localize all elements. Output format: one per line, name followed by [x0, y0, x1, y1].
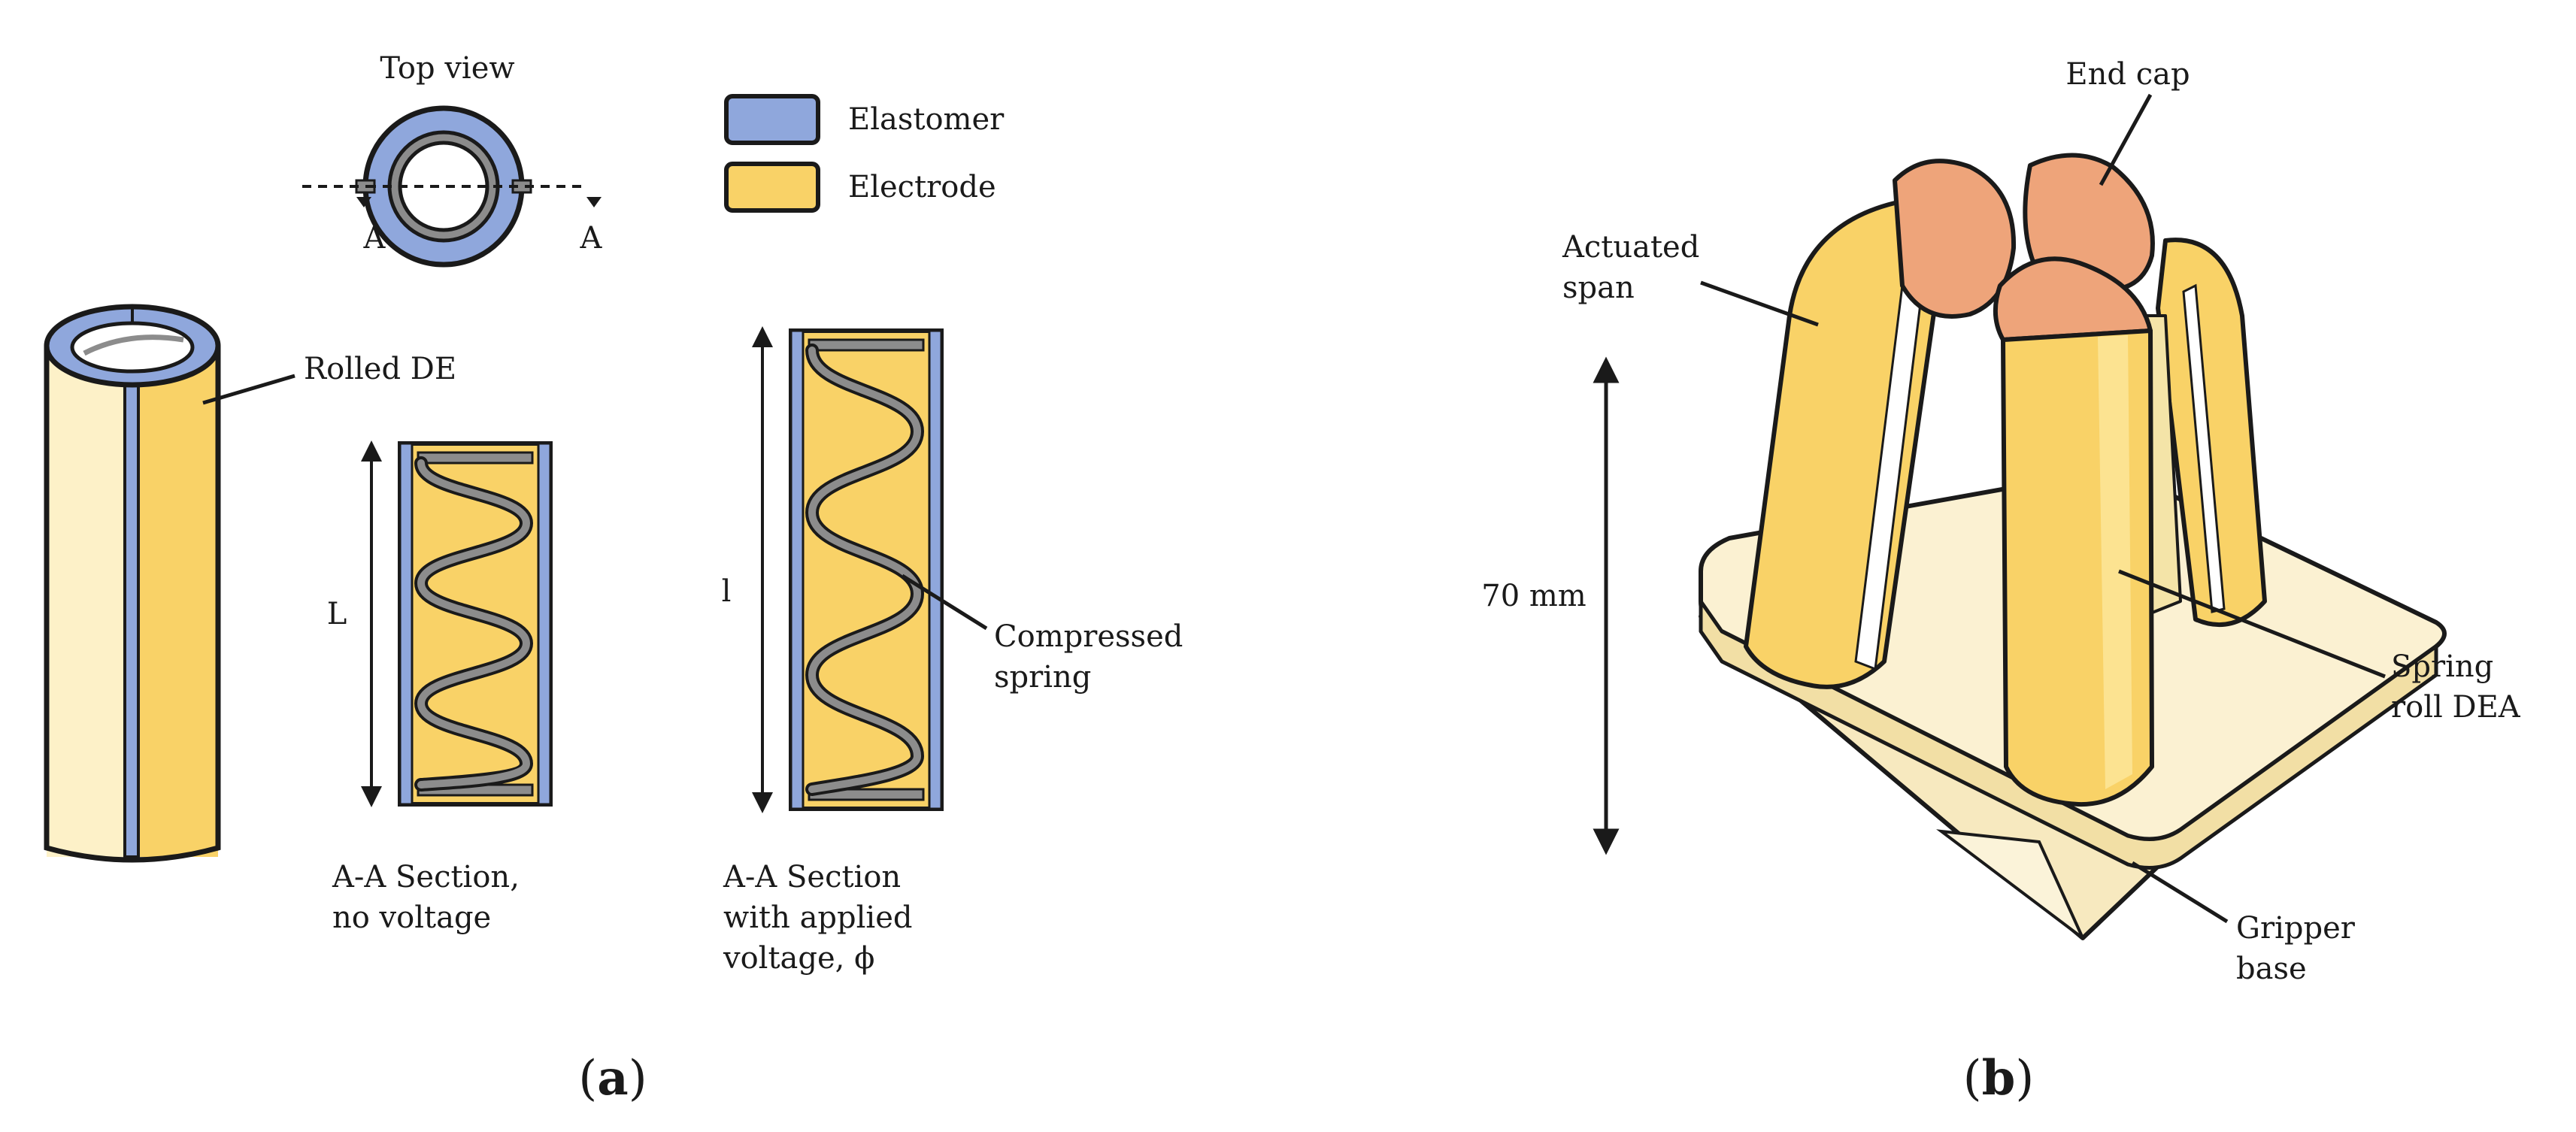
section-marker-right: A [580, 221, 603, 256]
rolled-de-cylinder [44, 304, 221, 863]
height-label: 70 mm [1481, 579, 1586, 613]
compressed-spring-line1: Compressed [994, 619, 1183, 654]
end-cap-left [1893, 159, 2017, 319]
length-label-with-voltage: l [722, 574, 732, 609]
legend-label-elastomer: Elastomer [848, 102, 1005, 137]
compressed-spring-line2: spring [994, 660, 1091, 695]
spring-roll-dea-line1: Spring [2391, 649, 2493, 684]
actuated-span-line1: Actuated [1562, 230, 1699, 265]
section-arrow-right [586, 197, 602, 207]
end-caps [1893, 153, 2155, 342]
rolled-de-label: Rolled DE [304, 352, 456, 386]
legend-swatch-elastomer [724, 94, 820, 145]
top-view-ring [302, 105, 585, 268]
section-with-voltage [789, 328, 944, 811]
end-cap-label: End cap [2065, 57, 2190, 92]
end-cap-front [1993, 256, 2153, 342]
legend-label-electrode: Electrode [848, 170, 996, 204]
caption-with-voltage-line1: A-A Section [723, 860, 901, 894]
compressed-spring-leader [901, 574, 988, 631]
caption-with-voltage-line2: with applied [723, 900, 913, 935]
actuated-span-line2: span [1562, 271, 1635, 305]
spring-roll-dea-leader [2118, 569, 2386, 679]
panel-b-label: (b) [1963, 1050, 2035, 1106]
section-marker-left: A [363, 221, 386, 256]
actuated-span-leg [1744, 201, 1950, 689]
legend-swatch-electrode [724, 162, 820, 213]
end-cap-right [2023, 153, 2155, 292]
legend: Elastomer Electrode [724, 94, 1005, 213]
back-leg [2119, 238, 2267, 628]
gripper-base-line2: base [2236, 952, 2307, 986]
length-label-no-voltage: L [327, 597, 347, 631]
section-arrow-left [356, 197, 371, 207]
caption-no-voltage-line1: A-A Section, [332, 860, 520, 894]
caption-with-voltage-line3: voltage, ϕ [723, 941, 874, 976]
end-cap-leader [2099, 93, 2153, 186]
rolled-de-leader [202, 374, 295, 405]
panel-b: End cap Actuated span 70 mm Spring roll … [1481, 57, 2521, 1106]
top-view-label: Top view [380, 51, 514, 86]
gripper-base-leader [2131, 861, 2229, 924]
panel-a-label: (a) [578, 1050, 647, 1106]
spring-roll-dea-line2: roll DEA [2391, 690, 2521, 725]
gripper-base-line1: Gripper [2236, 911, 2356, 946]
section-no-voltage [398, 441, 553, 807]
actuated-span-leader [1700, 280, 1819, 327]
spring-roll-dea-leg [2001, 328, 2154, 807]
panel-a: Top view A A Elastomer Electrode [44, 51, 1183, 1106]
caption-no-voltage-line2: no voltage [332, 900, 491, 935]
